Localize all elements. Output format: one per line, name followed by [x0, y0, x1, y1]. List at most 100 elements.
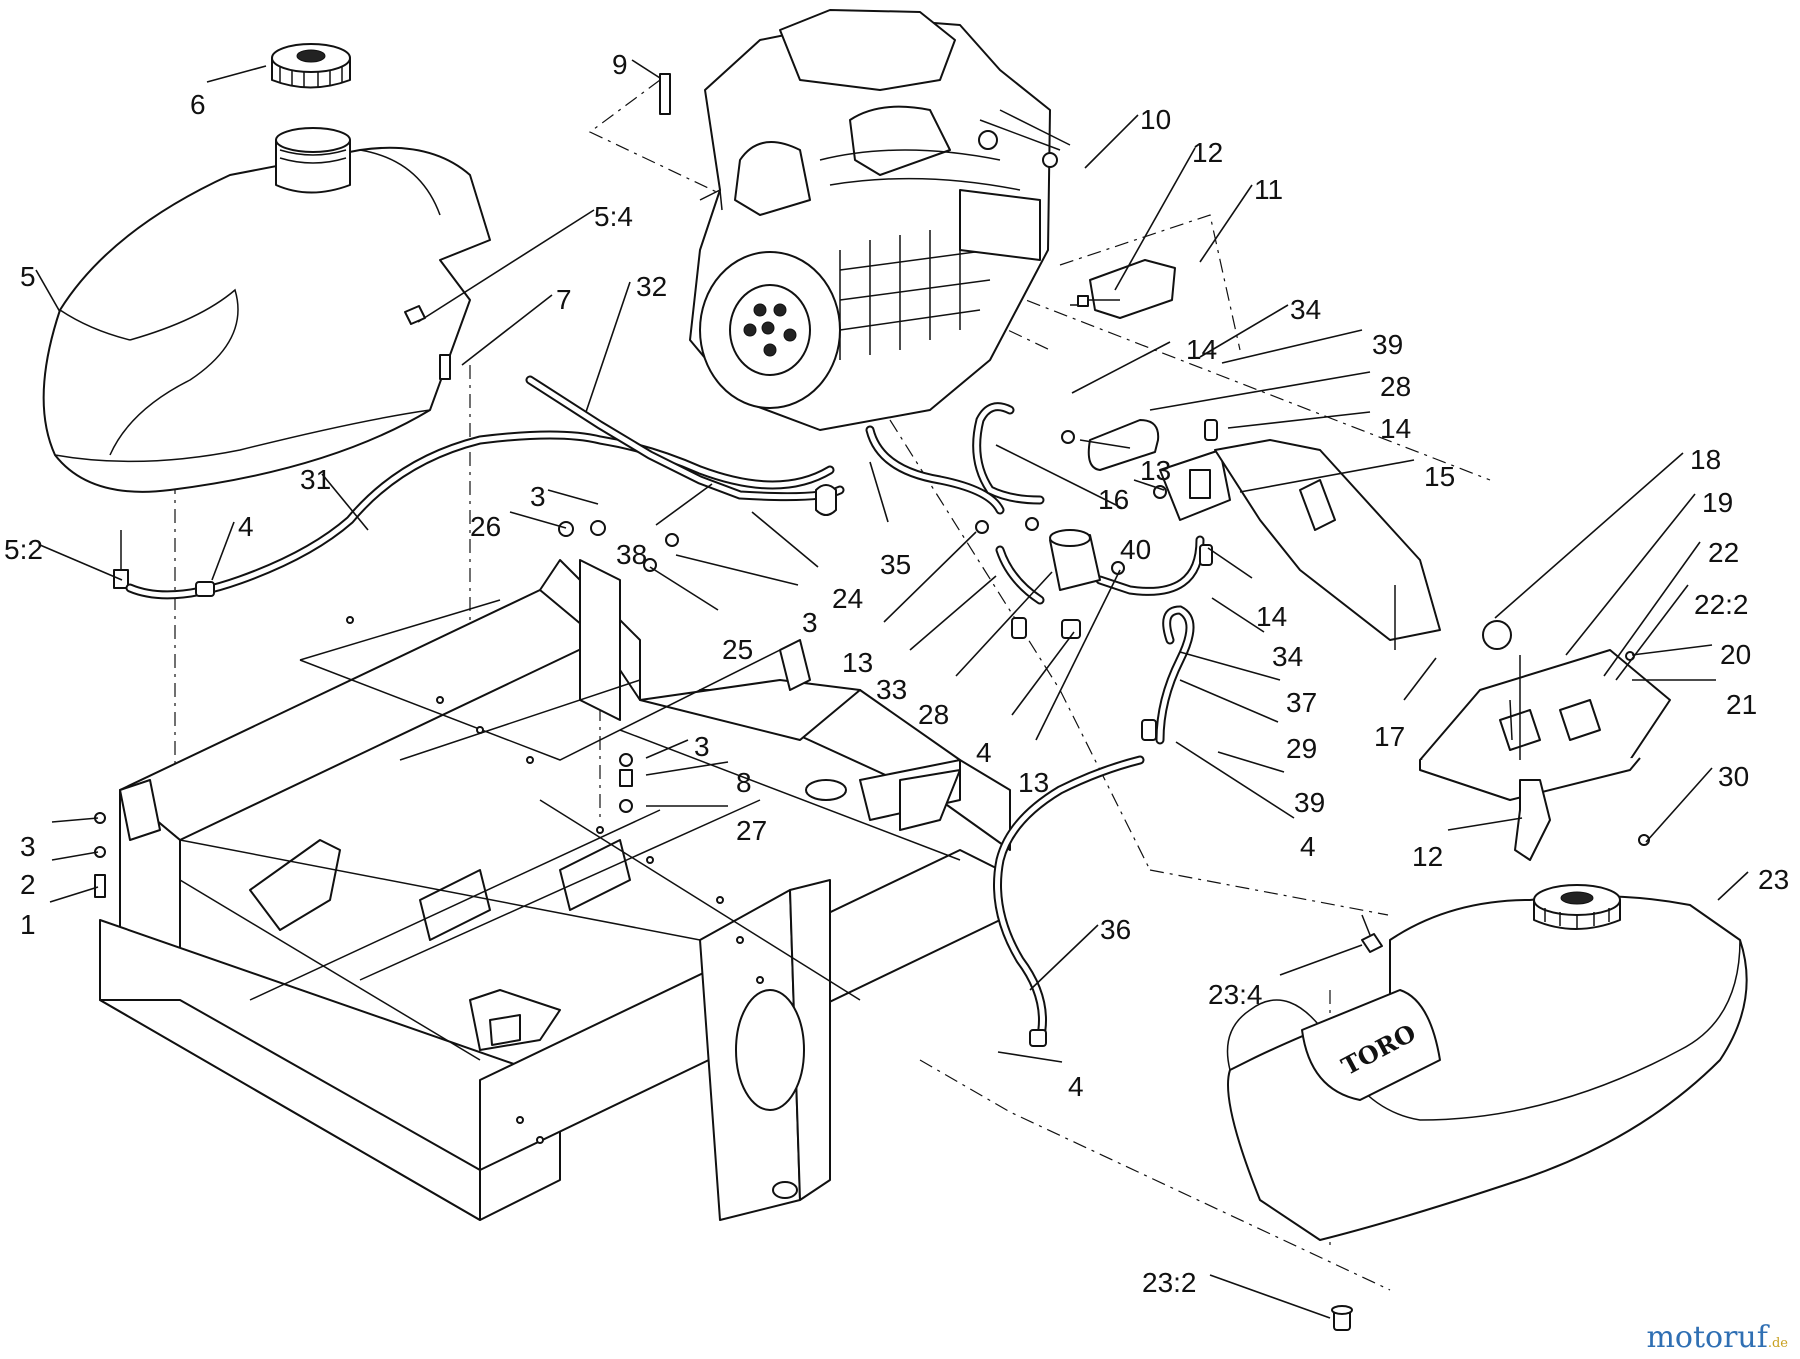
callout-label-c-11: 11: [1254, 174, 1283, 205]
callout-label-c-3d: 3: [20, 831, 36, 862]
callout-label-c-39b: 39: [1294, 787, 1325, 818]
leader-line-c-14b: [1227, 411, 1371, 429]
leader-line-c-39a: [1221, 329, 1363, 364]
callout-label-c-1: 1: [20, 909, 36, 940]
leader-line-c-35: [869, 461, 889, 523]
leader-line-c-37: [1179, 651, 1281, 681]
callout-label-c-33: 33: [876, 674, 907, 705]
watermark-suffix: .de: [1767, 1336, 1788, 1351]
callout-label-c-22: 22: [1708, 537, 1739, 568]
leader-line-c-29: [1179, 679, 1279, 723]
leader-line-c-31: [321, 473, 369, 531]
callout-label-c-27: 27: [736, 815, 767, 846]
callout-label-c-14a: 14: [1186, 334, 1217, 365]
leader-line-c-1: [49, 886, 99, 903]
callout-label-c-4c: 4: [1300, 831, 1316, 862]
leader-line-c-5-2: [39, 544, 123, 581]
leader-line-c-7: [461, 294, 553, 366]
callout-label-c-29: 29: [1286, 733, 1317, 764]
leader-line-c-36: [1029, 924, 1099, 991]
callout-label-c-12a: 12: [1192, 137, 1223, 168]
leader-line-c-3b: [675, 554, 799, 586]
callout-label-c-39a: 39: [1372, 329, 1403, 360]
fittings: [94, 73, 1650, 1047]
callout-label-c-15: 15: [1424, 461, 1455, 492]
watermark: motoruf.de: [1646, 1320, 1788, 1355]
callout-label-c-28a: 28: [1380, 371, 1411, 402]
leader-line-c-15: [1239, 459, 1415, 493]
leader-line-c-23-4: [1279, 944, 1363, 976]
leader-line-c-3c: [645, 739, 689, 759]
leader-line-c-13b: [883, 531, 977, 623]
callout-label-c-35: 35: [880, 549, 911, 580]
leader-line-c-20: [1631, 644, 1713, 656]
callout-label-c-22-2: 22:2: [1694, 589, 1749, 620]
leader-line-c-17: [1403, 657, 1437, 701]
callout-label-c-23-4: 23:4: [1208, 979, 1263, 1010]
leader-line-c-14c: [1207, 547, 1253, 579]
leader-line-c-4d: [997, 1051, 1063, 1063]
leader-line-c-19: [1565, 493, 1696, 656]
callout-label-c-4a: 4: [238, 511, 254, 542]
callout-label-c-37: 37: [1286, 687, 1317, 718]
leader-line-c-4a: [211, 521, 235, 581]
callout-label-c-8: 8: [736, 767, 752, 798]
callout-label-c-36: 36: [1100, 914, 1131, 945]
callout-label-c-21: 21: [1726, 689, 1757, 720]
leader-line-c-11: [1199, 184, 1253, 263]
callout-label-c-40: 40: [1120, 534, 1151, 565]
leader-line-c-39b: [1217, 751, 1285, 773]
leader-line-c-22-2: [1615, 584, 1689, 681]
callout-label-c-13c: 13: [1018, 767, 1049, 798]
leader-line-c-12b: [1447, 817, 1523, 831]
callout-label-c-2: 2: [20, 869, 36, 900]
callout-label-c-12b: 12: [1412, 841, 1443, 872]
callout-label-c-6: 6: [190, 89, 206, 120]
leader-line-c-23: [1717, 871, 1749, 901]
leader-line-c-23-2: [1209, 1274, 1331, 1319]
callout-label-c-17: 17: [1374, 721, 1405, 752]
callout-label-c-5-4: 5:4: [594, 201, 633, 232]
leader-line-c-14a: [1071, 341, 1171, 394]
leader-line-c-12a: [1114, 147, 1196, 291]
leader-line-c-26: [509, 511, 567, 529]
leader-line-c-34b: [1211, 597, 1265, 633]
leader-line-c-9: [631, 59, 661, 79]
leader-line-c-8: [645, 761, 729, 776]
leader-line-c-5: [35, 269, 61, 313]
callout-label-c-34b: 34: [1272, 641, 1303, 672]
engine-block: [689, 9, 1071, 431]
leader-line-c-38: [655, 483, 713, 526]
leader-line-c-28b: [955, 571, 1053, 677]
left-fuel-tank: [42, 127, 491, 589]
callout-label-c-5: 5: [20, 261, 36, 292]
leader-line-c-10: [1084, 114, 1139, 169]
callout-label-c-14b: 14: [1380, 413, 1411, 444]
watermark-name: motoruf: [1646, 1320, 1768, 1355]
callout-label-c-3a: 3: [530, 481, 546, 512]
leader-line-c-16: [1133, 479, 1165, 491]
callout-label-c-25: 25: [722, 634, 753, 665]
leader-line-c-28a: [1149, 371, 1371, 411]
leader-line-c-6: [206, 65, 267, 83]
callout-label-c-20: 20: [1720, 639, 1751, 670]
leader-line-c-30: [1645, 767, 1713, 843]
callout-label-c-10: 10: [1140, 104, 1171, 135]
callout-leaders: [35, 59, 1749, 1319]
leader-line-c-24: [751, 511, 819, 568]
callout-label-c-28b: 28: [918, 699, 949, 730]
callout-label-c-23-2: 23:2: [1142, 1267, 1197, 1298]
callout-label-c-4d: 4: [1068, 1071, 1084, 1102]
callout-label-c-38: 38: [616, 539, 647, 570]
fuel-cap-6: [271, 43, 351, 89]
leader-line-c-4c: [1175, 741, 1295, 819]
leader-line-c-32: [585, 281, 631, 413]
leader-line-c-5-4: [417, 209, 595, 323]
callout-label-c-5-2: 5:2: [4, 534, 43, 565]
fuel-filters: [1049, 419, 1160, 639]
leader-line-c-13a: [1079, 439, 1131, 449]
callout-label-c-7: 7: [556, 284, 572, 315]
fuel-pump-bracket: [1159, 439, 1441, 650]
callout-label-c-34a: 34: [1290, 294, 1321, 325]
